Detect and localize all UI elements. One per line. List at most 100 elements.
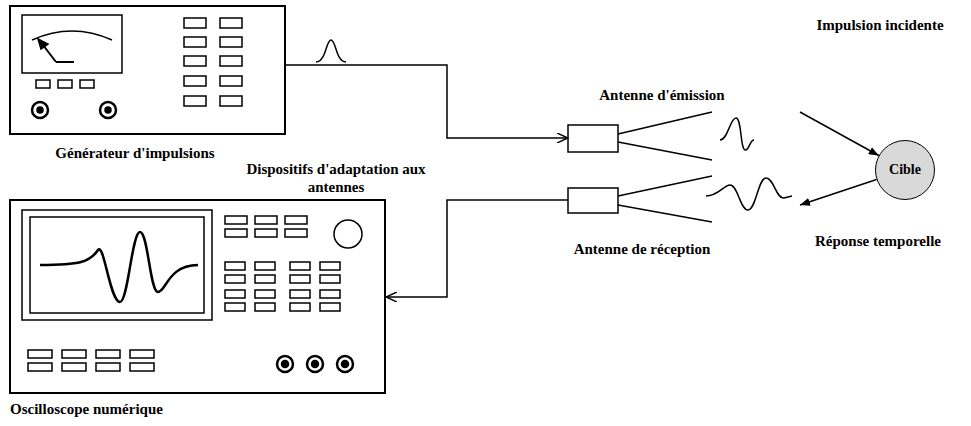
oscilloscope-device-part xyxy=(290,303,310,311)
digital-oscilloscope: Oscilloscope numérique xyxy=(8,198,386,420)
oscilloscope-device-part xyxy=(320,290,340,298)
pulse-generator-device-part xyxy=(184,76,206,86)
oscilloscope-device-part xyxy=(62,363,86,371)
oscilloscope-device-part xyxy=(62,350,86,358)
oscilloscope-device-part xyxy=(28,350,52,358)
oscilloscope-device-part xyxy=(285,229,307,237)
oscilloscope-device-part xyxy=(225,216,247,224)
pulse-shape xyxy=(316,40,346,62)
oscilloscope-device-part xyxy=(255,262,275,270)
oscilloscope-device-part xyxy=(225,275,245,283)
incident-wave xyxy=(720,118,754,150)
pulse-generator-device-part xyxy=(32,102,48,118)
oscilloscope-device-part xyxy=(10,200,385,393)
propagation-arrow xyxy=(800,112,879,155)
oscilloscope-device-part xyxy=(130,363,154,371)
propagation-arrow xyxy=(800,179,877,205)
pulse-generator-device-part xyxy=(32,31,112,40)
receiving-antenna-shape-part xyxy=(568,188,618,213)
pulse-shape-part xyxy=(316,40,346,62)
pulse-generator-device-part xyxy=(38,39,48,49)
receiving-antenna: Antenne de réception xyxy=(568,170,800,262)
pulse-generator-device-part xyxy=(36,80,50,88)
oscilloscope-device-part xyxy=(337,356,353,372)
oscilloscope-device-part xyxy=(225,303,245,311)
text-holder: Antenne d'émission xyxy=(599,86,724,104)
oscilloscope-device-part xyxy=(320,262,340,270)
oscilloscope-device-part xyxy=(277,356,293,372)
oscilloscope-device-part xyxy=(255,229,277,237)
text-holder: Impulsion incidente xyxy=(816,16,943,34)
receiving-antenna-shape-part xyxy=(618,176,712,196)
pulse-generator-device-part xyxy=(184,18,206,28)
oscilloscope-device-part xyxy=(225,290,245,298)
oscilloscope-device-part xyxy=(255,216,277,224)
oscilloscope-device-part xyxy=(96,350,120,358)
antenna-label: Antenne de réception xyxy=(574,240,711,258)
oscilloscope-device-part xyxy=(312,361,319,368)
text-holder: Oscilloscope numérique xyxy=(10,400,163,418)
pulse-generator-device-part xyxy=(184,56,206,66)
device-label: Générateur d'impulsions xyxy=(55,144,214,162)
target-circle: Cible xyxy=(875,140,935,200)
oscilloscope-device-part xyxy=(290,290,310,298)
emitting-antenna-shape-part xyxy=(568,125,618,152)
oscilloscope-device-part xyxy=(334,220,362,248)
antenna-label: Antenne d'émission xyxy=(599,86,724,104)
oscilloscope-device-part xyxy=(96,363,120,371)
pulse-generator-device-part xyxy=(220,76,242,86)
oscilloscope-device-part xyxy=(40,232,198,302)
oscilloscope-device-part xyxy=(342,361,349,368)
pulse-generator-device-part xyxy=(105,107,111,113)
pulse-generator: Générateur d'impulsions xyxy=(8,4,286,166)
oscilloscope-device-part xyxy=(290,262,310,270)
oscilloscope-device-part xyxy=(290,275,310,283)
oscilloscope-device-part xyxy=(225,229,247,237)
emitting-antenna-shape xyxy=(568,112,712,160)
oscilloscope-device-part xyxy=(255,275,275,283)
response-wave-part xyxy=(706,178,792,210)
oscilloscope-device-part xyxy=(285,216,307,224)
receiving-antenna-shape xyxy=(568,176,712,222)
pulse-generator-device-part xyxy=(58,80,72,88)
pulse-generator-device-part xyxy=(220,96,242,106)
adapter-label: Dispositifs d'adaptation aux antennes xyxy=(218,160,454,196)
wave-label: Réponse temporelle xyxy=(815,232,941,250)
oscilloscope-device-part xyxy=(282,361,289,368)
pulse-generator-device-part xyxy=(220,18,242,28)
pulse-generator-device-part xyxy=(220,37,242,47)
receiving-antenna-shape-part xyxy=(618,205,712,222)
pulse-generator-device-part xyxy=(184,96,206,106)
text-holder: Générateur d'impulsions xyxy=(55,144,214,162)
target-label: Cible xyxy=(889,162,921,179)
oscilloscope-device-part xyxy=(255,303,275,311)
pulse-generator-device-part xyxy=(43,45,56,62)
oscilloscope-device xyxy=(10,200,385,393)
oscilloscope-device-part xyxy=(307,356,323,372)
pulse-generator-device-part xyxy=(10,6,285,134)
text-holder: Dispositifs d'adaptation aux antennes xyxy=(218,160,454,196)
response-wave xyxy=(706,178,792,210)
emitting-antenna-shape-part xyxy=(618,142,712,160)
pulse-generator-device-part xyxy=(80,80,94,88)
pulse-generator-device xyxy=(10,6,285,134)
pulse-generator-device-part xyxy=(184,37,206,47)
oscilloscope-device-part xyxy=(130,350,154,358)
signal-wire xyxy=(386,200,568,297)
oscilloscope-device-part xyxy=(255,290,275,298)
text-holder: Réponse temporelle xyxy=(815,232,941,250)
oscilloscope-device-part xyxy=(28,363,52,371)
oscilloscope-device-part xyxy=(30,217,204,313)
pulse-generator-device-part xyxy=(37,107,43,113)
pulse-generator-device-part xyxy=(22,15,122,73)
oscilloscope-device-part xyxy=(320,303,340,311)
emitting-antenna: Antenne d'émission xyxy=(568,86,800,162)
oscilloscope-device-part xyxy=(320,275,340,283)
pulse-generator-device-part xyxy=(100,102,116,118)
pulse-generator-device-part xyxy=(56,61,74,63)
incident-wave-part xyxy=(720,118,754,150)
oscilloscope-device-part xyxy=(22,210,212,320)
oscilloscope-device-part xyxy=(225,262,245,270)
